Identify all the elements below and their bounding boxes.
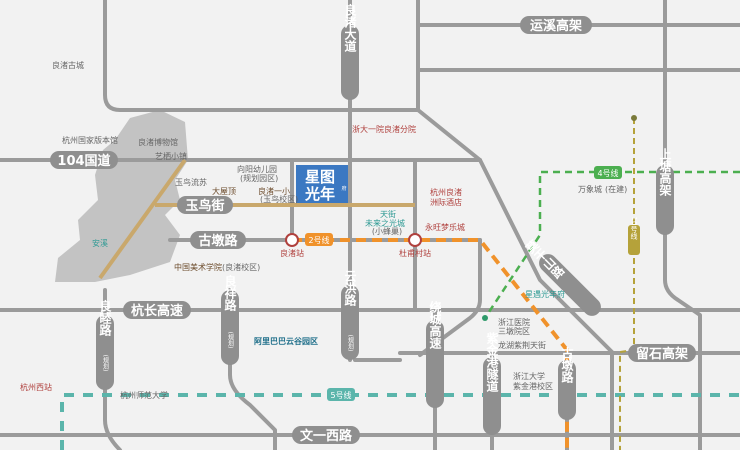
poi-gucheng: 良渚古城 <box>52 60 84 70</box>
road-label-liushi: 留石高架 <box>636 346 688 362</box>
poi-longhu: 龙湖紫荆天街 <box>498 340 546 350</box>
project-suffix: 府 <box>341 185 346 192</box>
road-label-gudun-v: 古墩路 <box>560 346 574 384</box>
road-label-liangmu: 良睦路 <box>98 299 112 337</box>
road-label-liangzhu-ave: 良渚大道 <box>343 3 357 53</box>
line-4-terminal <box>482 315 488 321</box>
district-area <box>55 110 188 282</box>
poi-caa: 中国美术学院 <box>174 262 222 272</box>
poi-yuniao: 玉鸟流苏 <box>175 177 207 187</box>
poi-tianjie-2: 未来之光城 <box>365 218 405 228</box>
poi-hotel-1: 杭州良渚 <box>430 187 462 197</box>
road-label-yuniao: 玉鸟街 <box>185 198 224 214</box>
metro-badge-2: 2号线 <box>308 235 329 245</box>
poi-hznu: 杭州师范大学 <box>120 390 168 400</box>
metro-badge-5: 5号线 <box>330 390 351 400</box>
station-liangzhu[interactable]: 良渚站 <box>280 248 304 258</box>
poi-wanxiang-note: (在建) <box>605 184 627 194</box>
metro-badge-10: 10号线 <box>630 217 638 240</box>
poi-yongwang: 永旺梦乐城 <box>425 222 465 232</box>
poi-hospital: 浙大一院良渚分院 <box>352 124 416 134</box>
road-label-gudun: 古墩路 <box>198 233 238 249</box>
project-marker[interactable]: 星图 光年 府 <box>296 165 348 203</box>
metro-badge-4: 4号线 <box>597 168 618 178</box>
poi-dawuding: 大屋顶 <box>212 186 236 196</box>
poi-tianjie-note: (小蜂巢) <box>372 226 402 236</box>
poi-tianjie-1: 天街 <box>380 209 396 219</box>
road-label-wenyixi: 文一西路 <box>300 428 353 444</box>
poi-banben: 杭州国家版本馆 <box>62 135 118 145</box>
road-label-zijingang: 紫金港隧道 <box>485 331 499 393</box>
poi-school-note: (玉鸟校区) <box>260 194 298 204</box>
road-note-liangmu: (规划) <box>102 355 109 372</box>
poi-wanxiang: 万象城 <box>578 184 602 194</box>
metro-line-4 <box>483 170 740 319</box>
poi-zju-2: 紫金港校区 <box>513 381 553 391</box>
poi-alibaba: 阿里巴巴云谷园区 <box>254 336 318 346</box>
road-note-liangxiang: (规划) <box>227 332 234 349</box>
road-note-yunhong: (规划) <box>347 335 354 352</box>
poi-zjhospital-1: 浙江医院 <box>498 317 530 327</box>
metro-station-icon <box>285 233 299 247</box>
poi-hotel-2: 洲际酒店 <box>430 197 462 207</box>
road-label-raocheng: 绕城高速 <box>428 300 442 350</box>
road-label-liangxiang: 良祥路 <box>223 274 237 312</box>
road-label-104: 104国道 <box>57 153 110 169</box>
line-10-terminal <box>631 115 637 121</box>
poi-anxi: 安溪 <box>92 238 108 248</box>
road-label-hangchang: 杭长高速 <box>131 303 183 319</box>
road-label-shangtang: 上塘高架 <box>658 147 672 197</box>
poi-yiqiao: 艺栖小镇 <box>155 151 187 161</box>
poi-zju-1: 浙江大学 <box>513 371 545 381</box>
poi-kindergarten: 向阳幼儿园 <box>237 164 277 174</box>
poi-zjhospital-2: 三墩院区 <box>498 326 530 336</box>
metro-station-icon <box>408 233 422 247</box>
pois: 良渚古城 杭州国家版本馆 良渚博物馆 艺栖小镇 玉鸟流苏 大屋顶 向阳幼儿园 (… <box>20 60 627 400</box>
station-duzhuang[interactable]: 杜甫村站 <box>399 248 431 258</box>
project-name-1: 星图 <box>305 168 335 186</box>
road-label-yunhong: 云洪路 <box>343 270 357 307</box>
poi-caa-note: (良渚校区) <box>222 262 260 272</box>
road-label-yunxi: 运溪高架 <box>530 18 582 34</box>
poi-xingtu: 星遇光年府 <box>525 289 565 299</box>
poi-west-station: 杭州西站 <box>20 382 52 392</box>
metro-line-2 <box>292 238 569 450</box>
project-name-2: 光年 <box>304 185 335 203</box>
poi-school: 良渚一小 <box>258 186 290 196</box>
poi-kindergarten-note: (规划园区) <box>240 173 278 183</box>
poi-museum: 良渚博物馆 <box>138 137 178 147</box>
